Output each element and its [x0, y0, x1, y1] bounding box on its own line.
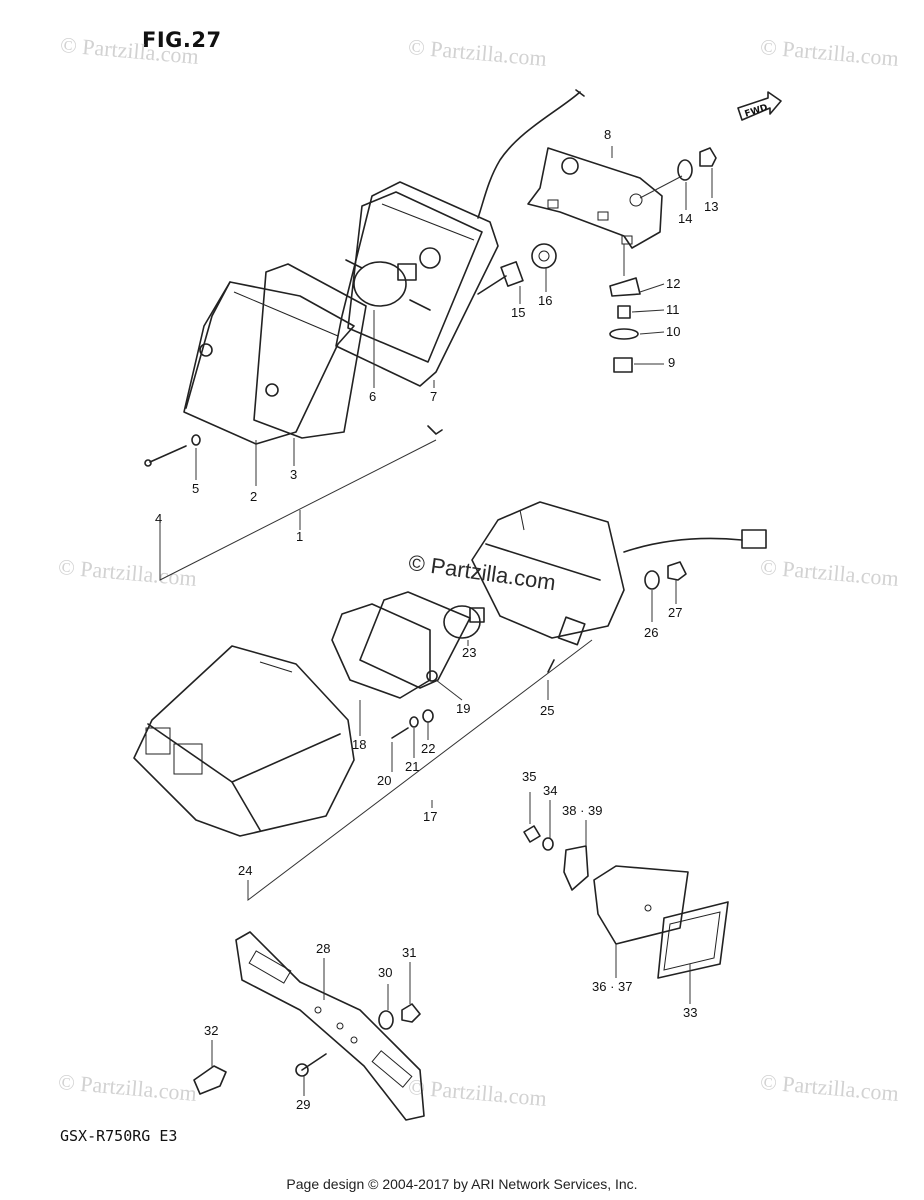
- callout-23: 23: [462, 645, 477, 660]
- lamp-wire: [477, 91, 581, 219]
- gasket-part-19: [359, 591, 471, 689]
- forward-arrow-icon: FWD: [737, 91, 782, 121]
- callout-19: 19: [456, 701, 471, 716]
- bracket-part-36-37: [593, 865, 689, 945]
- callout-31: 31: [402, 945, 417, 960]
- callout-38-39: 38 · 39: [562, 803, 603, 818]
- nut-part-27: [667, 561, 687, 581]
- washer-part-30: [378, 1010, 394, 1030]
- callout-9: 9: [668, 355, 676, 370]
- washer-part-5: [191, 434, 201, 446]
- tail-lamp-housing-part-7: [335, 181, 499, 387]
- leader-line-1: [159, 439, 437, 581]
- spacer-part-11: [617, 305, 631, 319]
- leader-line-17: [247, 639, 593, 902]
- callout-5: 5: [192, 481, 200, 496]
- bolt-part-29: [301, 1053, 327, 1071]
- callout-18: 18: [352, 737, 367, 752]
- callout-28: 28: [316, 941, 331, 956]
- license-bracket-part-28: [235, 931, 425, 1121]
- callout-34: 34: [543, 783, 558, 798]
- callout-29: 29: [296, 1097, 311, 1112]
- lens-cover-part-24: [133, 645, 355, 837]
- callout-33: 33: [683, 1005, 698, 1020]
- screw-part-25: [547, 659, 555, 673]
- washer-part-14: [677, 159, 693, 181]
- callout-25: 25: [540, 703, 555, 718]
- callout-12: 12: [666, 276, 681, 291]
- page-footer: Page design © 2004-2017 by ARI Network S…: [286, 1176, 638, 1192]
- reflector-part-33: [657, 901, 729, 979]
- plate-part-38-39: [563, 845, 589, 891]
- callout-7: 7: [430, 389, 438, 404]
- callout-4: 4: [155, 511, 163, 526]
- callout-22: 22: [421, 741, 436, 756]
- screw-part-4: [149, 445, 187, 463]
- callout-1: 1: [296, 529, 304, 544]
- nut-part-35: [523, 825, 541, 843]
- washer-part-22: [422, 709, 434, 723]
- washer-part-10: [609, 328, 639, 340]
- callout-3: 3: [290, 467, 298, 482]
- nut-part-13: [699, 147, 717, 167]
- collar-part-15: [477, 261, 524, 295]
- figure-title: FIG.27: [142, 28, 222, 52]
- bulb-part-6: [353, 261, 417, 307]
- callout-16: 16: [538, 293, 553, 308]
- callout-24: 24: [238, 863, 253, 878]
- callout-14: 14: [678, 211, 693, 226]
- grommet-part-16: [531, 243, 557, 269]
- washer-part-21: [409, 716, 419, 728]
- lens-part-2: [183, 281, 355, 445]
- callout-27: 27: [668, 605, 683, 620]
- lens-part-18: [331, 603, 438, 699]
- callout-30: 30: [378, 965, 393, 980]
- nut-part-31: [401, 1003, 421, 1023]
- gasket-part-3: [253, 263, 367, 439]
- callout-21: 21: [405, 759, 420, 774]
- washer-part-26: [644, 570, 660, 590]
- callout-36-37: 36 · 37: [592, 979, 633, 994]
- grommet-part-12: [609, 277, 641, 297]
- callout-13: 13: [704, 199, 719, 214]
- callout-20: 20: [377, 773, 392, 788]
- bracket-part-8: [527, 147, 663, 249]
- callout-10: 10: [666, 324, 681, 339]
- callout-17: 17: [423, 809, 438, 824]
- callout-6: 6: [369, 389, 377, 404]
- callout-11: 11: [666, 302, 680, 317]
- tail-lamp-housing-part-17: [471, 501, 767, 646]
- lower-wire: [623, 537, 743, 553]
- bolt-part-9: [613, 357, 633, 373]
- callout-8: 8: [604, 127, 612, 142]
- grommet-part-32: [193, 1065, 227, 1095]
- callout-35: 35: [522, 769, 537, 784]
- model-code: GSX-R750RG E3: [60, 1127, 178, 1145]
- callout-2: 2: [250, 489, 258, 504]
- callout-32: 32: [204, 1023, 219, 1038]
- washer-part-34: [542, 837, 554, 851]
- screw-part-20: [391, 727, 409, 739]
- callout-15: 15: [511, 305, 526, 320]
- callout-26: 26: [644, 625, 659, 640]
